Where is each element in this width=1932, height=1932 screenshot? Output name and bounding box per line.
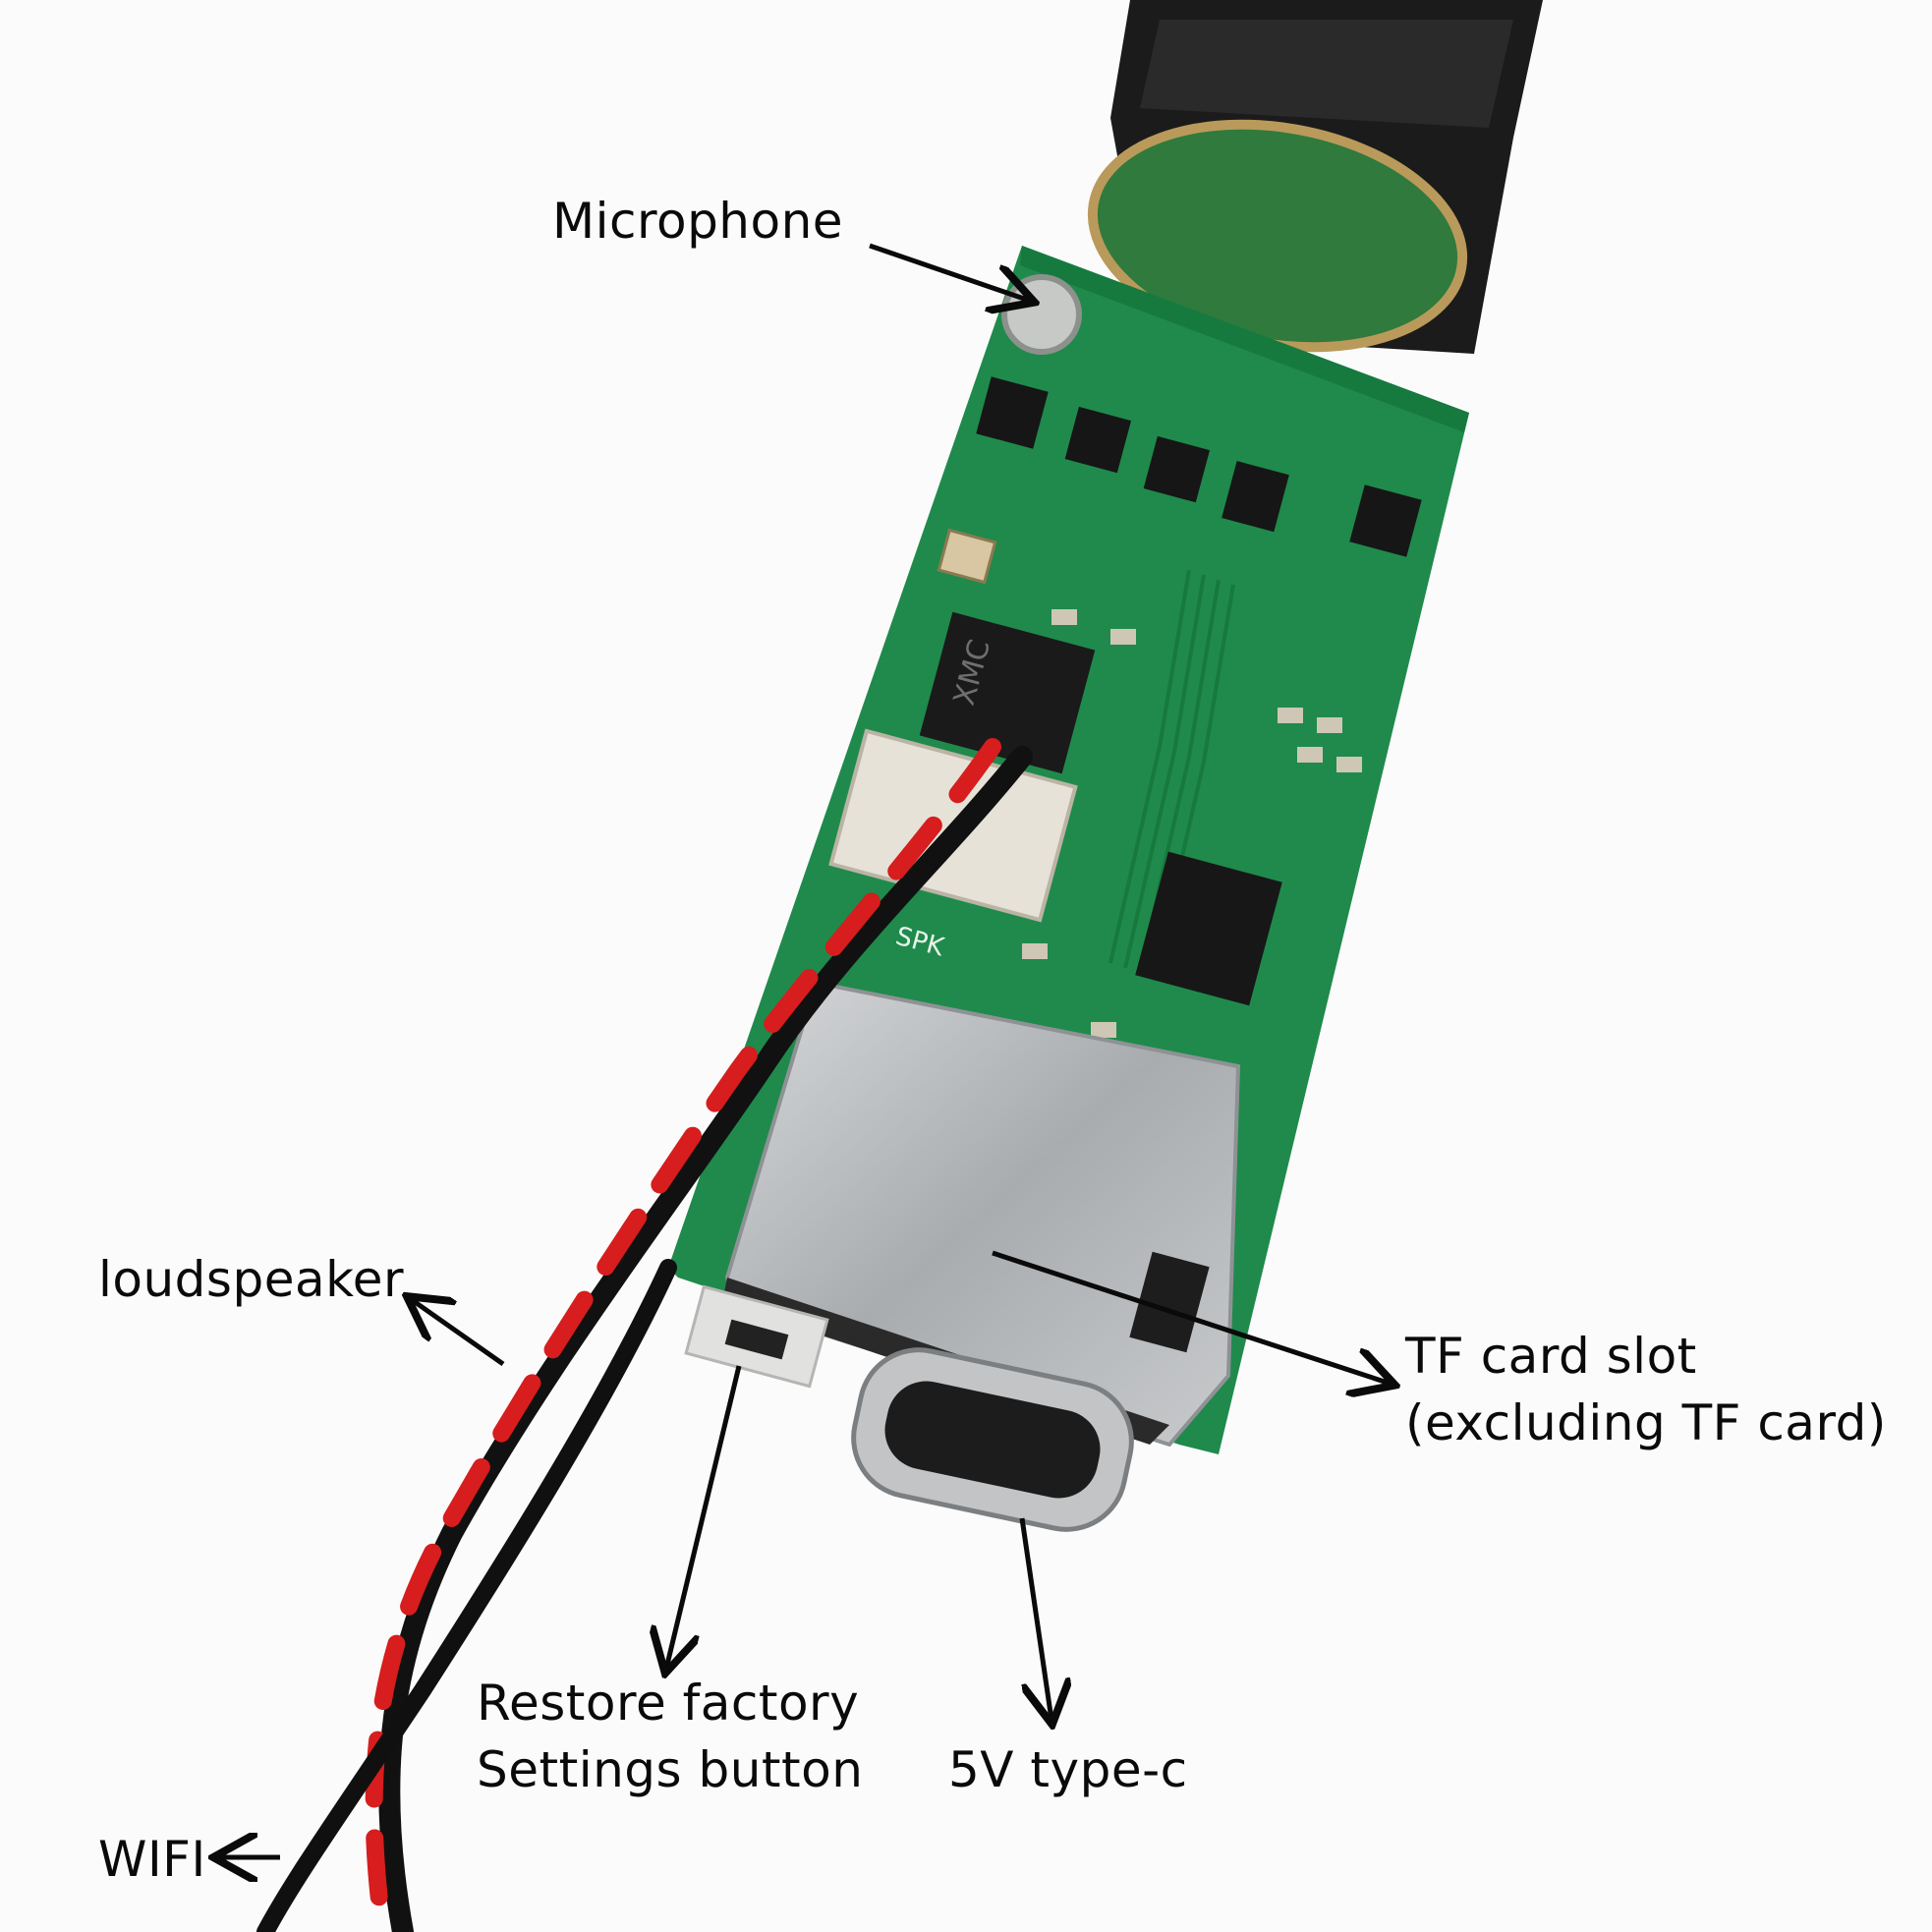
usb-c-port [851, 1347, 1134, 1532]
flash-chip [919, 611, 1096, 774]
label-loudspeaker: loudspeaker [98, 1251, 405, 1308]
speaker-wires [365, 738, 1033, 1932]
label-wifi: WIFI [98, 1831, 206, 1888]
label-typec: 5V type-c [948, 1741, 1188, 1798]
annotation-arrows [218, 243, 1391, 1857]
microphone-element [1001, 274, 1082, 355]
arrow-microphone [869, 243, 1030, 301]
label-tf-slot-2: (excluding TF card) [1405, 1394, 1887, 1451]
restore-button-part [684, 1284, 829, 1389]
wifi-antenna-wire [256, 1259, 677, 1932]
label-microphone: Microphone [552, 193, 844, 250]
arrow-typec [1019, 1517, 1051, 1720]
label-restore-2: Settings button [477, 1741, 864, 1798]
arrow-tf-slot [992, 1250, 1391, 1384]
arrow-loudspeaker [411, 1299, 505, 1367]
label-tf-slot-1: TF card slot [1405, 1328, 1697, 1385]
arrow-restore [666, 1365, 742, 1669]
wifi-chip [1135, 851, 1282, 1006]
label-restore-1: Restore factory [477, 1675, 860, 1732]
